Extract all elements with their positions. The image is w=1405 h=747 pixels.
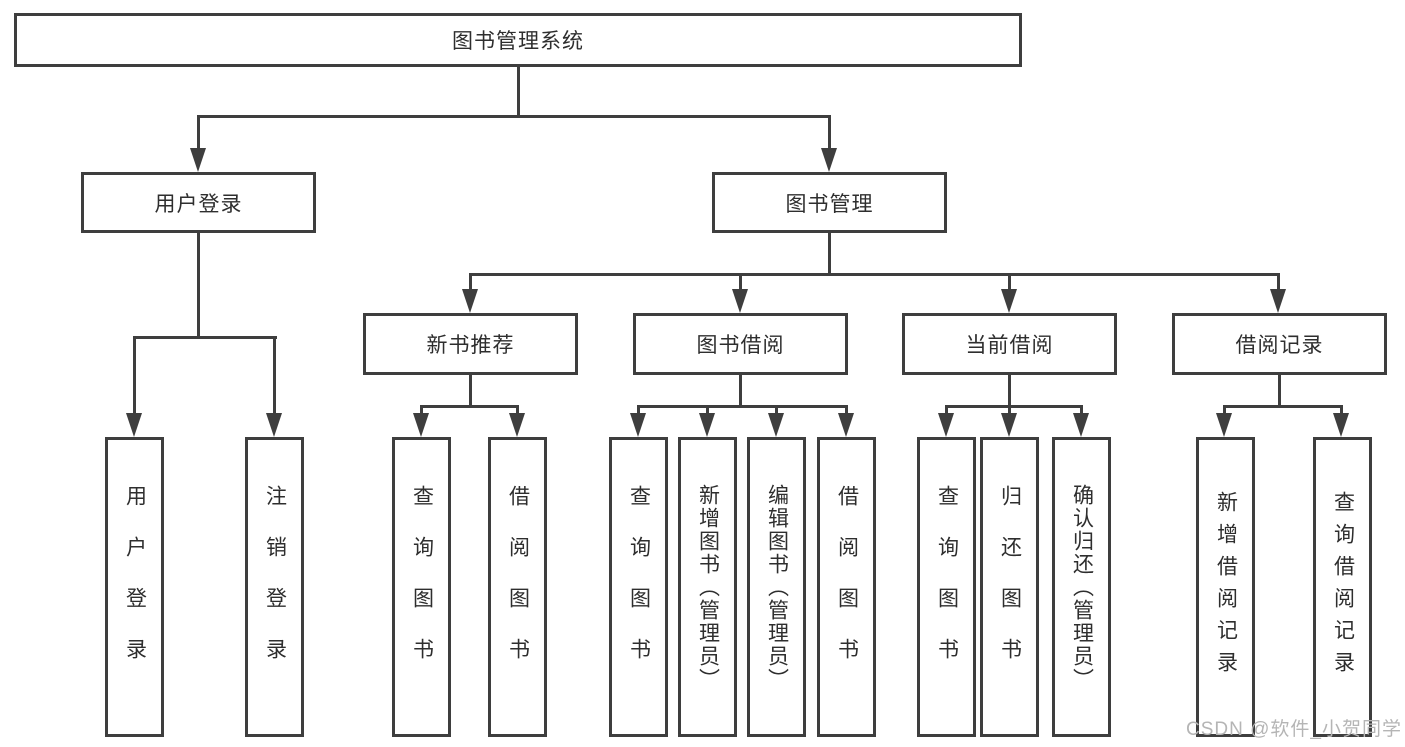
leaf-current-query-books: 查询图书 — [917, 437, 976, 737]
connector-line — [1008, 375, 1011, 405]
leaf-current-confirm-return-admin-label: 确认归还（管理员） — [1070, 483, 1094, 691]
leaf-user-login-label: 用户登录 — [123, 485, 147, 689]
connector-line — [1008, 273, 1011, 291]
leaf-borrowing-query-books: 查询图书 — [609, 437, 668, 737]
watermark: CSDN @软件_小贺同学 — [1186, 719, 1402, 740]
arrow-down-icon — [821, 148, 837, 172]
connector-line — [706, 405, 709, 415]
leaf-borrowing-borrow-books: 借阅图书 — [817, 437, 876, 737]
node-user-login: 用户登录 — [81, 172, 316, 233]
leaf-newbooks-query-books-label: 查询图书 — [410, 485, 434, 689]
arrow-down-icon — [1001, 289, 1017, 313]
node-library-system: 图书管理系统 — [14, 13, 1022, 67]
leaf-current-query-books-label: 查询图书 — [935, 485, 959, 689]
node-book-management: 图书管理 — [712, 172, 947, 233]
leaf-user-login: 用户登录 — [105, 437, 164, 737]
connector-line — [420, 405, 519, 408]
arrow-down-icon — [509, 413, 525, 437]
leaf-borrowing-borrow-books-label: 借阅图书 — [835, 485, 859, 689]
connector-line — [516, 405, 519, 415]
leaf-borrowing-edit-books-admin-label: 编辑图书（管理员） — [765, 483, 789, 691]
arrow-down-icon — [266, 413, 282, 437]
connector-line — [945, 405, 1083, 408]
arrow-down-icon — [1333, 413, 1349, 437]
connector-line — [1223, 405, 1226, 415]
connector-line — [637, 405, 848, 408]
leaf-current-return-books-label: 归还图书 — [998, 485, 1022, 689]
connector-line — [775, 405, 778, 415]
connector-line — [133, 336, 277, 339]
leaf-records-add-record-label: 新增借阅记录 — [1214, 491, 1238, 683]
arrow-down-icon — [1001, 413, 1017, 437]
leaf-newbooks-borrow-books-label: 借阅图书 — [506, 485, 530, 689]
node-new-book-recommend: 新书推荐 — [363, 313, 578, 375]
arrow-down-icon — [462, 289, 478, 313]
connector-line — [517, 67, 520, 115]
leaf-newbooks-query-books: 查询图书 — [392, 437, 451, 737]
arrow-down-icon — [630, 413, 646, 437]
connector-line — [197, 115, 831, 118]
node-book-borrowing: 图书借阅 — [633, 313, 848, 375]
connector-line — [739, 375, 742, 405]
connector-line — [739, 273, 742, 291]
arrow-down-icon — [838, 413, 854, 437]
connector-line — [1080, 405, 1083, 415]
arrow-down-icon — [1216, 413, 1232, 437]
leaf-current-return-books: 归还图书 — [980, 437, 1039, 737]
leaf-logout-label: 注销登录 — [263, 485, 287, 689]
connector-line — [845, 405, 848, 415]
connector-line — [420, 405, 423, 415]
connector-line — [637, 405, 640, 415]
connector-line — [197, 233, 200, 336]
node-book-borrowing-label: 图书借阅 — [696, 334, 785, 357]
connector-line — [828, 115, 831, 150]
arrow-down-icon — [699, 413, 715, 437]
node-current-borrowing-label: 当前借阅 — [965, 334, 1054, 357]
node-new-book-recommend-label: 新书推荐 — [426, 334, 515, 357]
connector-line — [133, 336, 136, 415]
arrow-down-icon — [190, 148, 206, 172]
connector-line — [469, 375, 472, 405]
connector-line — [828, 233, 831, 273]
connector-line — [1340, 405, 1343, 415]
connector-line — [273, 336, 276, 415]
arrow-down-icon — [732, 289, 748, 313]
node-current-borrowing: 当前借阅 — [902, 313, 1117, 375]
arrow-down-icon — [126, 413, 142, 437]
connector-line — [469, 273, 472, 291]
arrow-down-icon — [938, 413, 954, 437]
connector-line — [1277, 273, 1280, 291]
arrow-down-icon — [413, 413, 429, 437]
arrow-down-icon — [1270, 289, 1286, 313]
connector-line — [1008, 405, 1011, 415]
connector-line — [1223, 405, 1343, 408]
connector-line — [1278, 375, 1281, 405]
leaf-records-add-record: 新增借阅记录 — [1196, 437, 1255, 737]
leaf-current-confirm-return-admin: 确认归还（管理员） — [1052, 437, 1111, 737]
leaf-borrowing-add-books-admin: 新增图书（管理员） — [678, 437, 737, 737]
node-user-login-label: 用户登录 — [154, 192, 243, 216]
connector-line — [945, 405, 948, 415]
arrow-down-icon — [1073, 413, 1089, 437]
leaf-records-query-record: 查询借阅记录 — [1313, 437, 1372, 737]
leaf-borrowing-query-books-label: 查询图书 — [627, 485, 651, 689]
leaf-borrowing-edit-books-admin: 编辑图书（管理员） — [747, 437, 806, 737]
node-book-management-label: 图书管理 — [785, 192, 874, 216]
leaf-logout: 注销登录 — [245, 437, 304, 737]
leaf-records-query-record-label: 查询借阅记录 — [1331, 491, 1355, 683]
leaf-newbooks-borrow-books: 借阅图书 — [488, 437, 547, 737]
leaf-borrowing-add-books-admin-label: 新增图书（管理员） — [696, 483, 720, 691]
connector-line — [469, 273, 1280, 276]
node-library-system-label: 图书管理系统 — [452, 30, 584, 53]
node-borrow-records-label: 借阅记录 — [1235, 334, 1324, 357]
connector-line — [197, 115, 200, 150]
arrow-down-icon — [768, 413, 784, 437]
node-borrow-records: 借阅记录 — [1172, 313, 1387, 375]
